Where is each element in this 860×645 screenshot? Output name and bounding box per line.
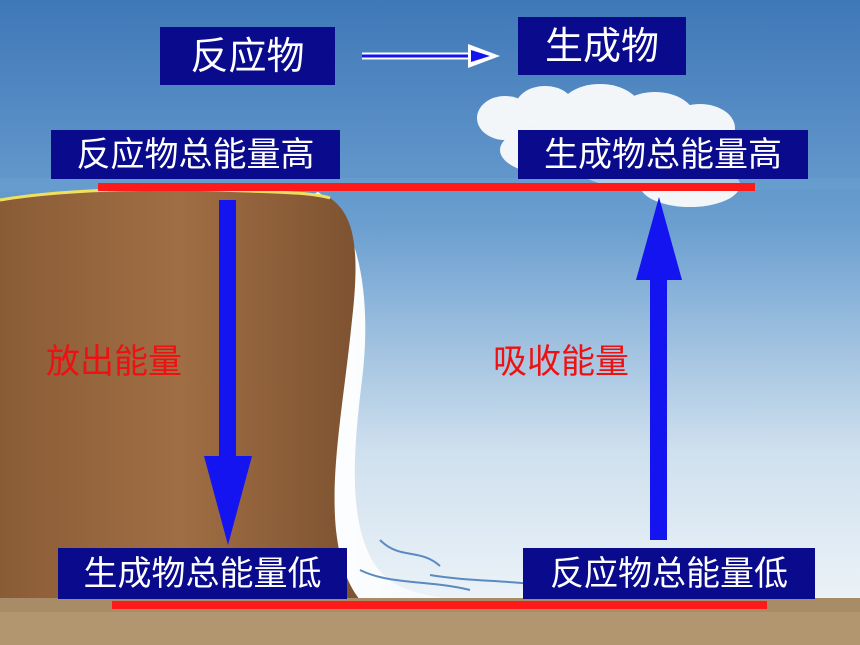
- product-total-low-label: 生成物总能量低: [58, 548, 347, 599]
- reactant-total-high-label: 反应物总能量高: [51, 130, 340, 179]
- release-arrow: [204, 200, 252, 545]
- product-total-high-label: 生成物总能量高: [518, 130, 808, 179]
- reactant-label: 反应物: [160, 27, 335, 85]
- high-level-line: [98, 183, 755, 191]
- title-arrow: [362, 44, 500, 68]
- ground-shade: [0, 612, 860, 645]
- product-label: 生成物: [518, 17, 686, 75]
- cliff: [0, 189, 360, 601]
- absorb-energy-label: 吸收能量: [493, 342, 629, 382]
- low-level-line: [112, 601, 767, 609]
- release-energy-label: 放出能量: [46, 342, 182, 382]
- waterfall: [300, 192, 860, 612]
- absorb-arrow: [636, 197, 682, 540]
- reactant-total-low-label: 反应物总能量低: [523, 548, 815, 599]
